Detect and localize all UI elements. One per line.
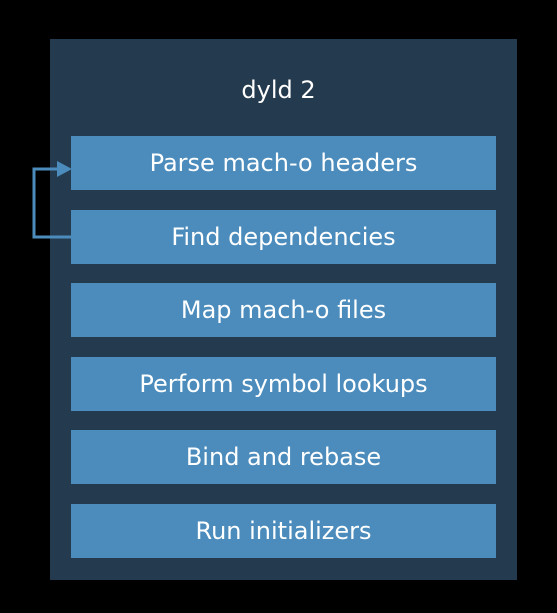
step-bind-and-rebase: Bind and rebase (71, 430, 496, 484)
step-map-mach-o-files: Map mach-o files (71, 283, 496, 337)
step-perform-symbol-lookups: Perform symbol lookups (71, 357, 496, 411)
step-parse-mach-o-headers: Parse mach-o headers (71, 136, 496, 190)
step-run-initializers: Run initializers (71, 504, 496, 558)
step-find-dependencies: Find dependencies (71, 210, 496, 264)
diagram-title: dyld 2 (241, 76, 316, 104)
